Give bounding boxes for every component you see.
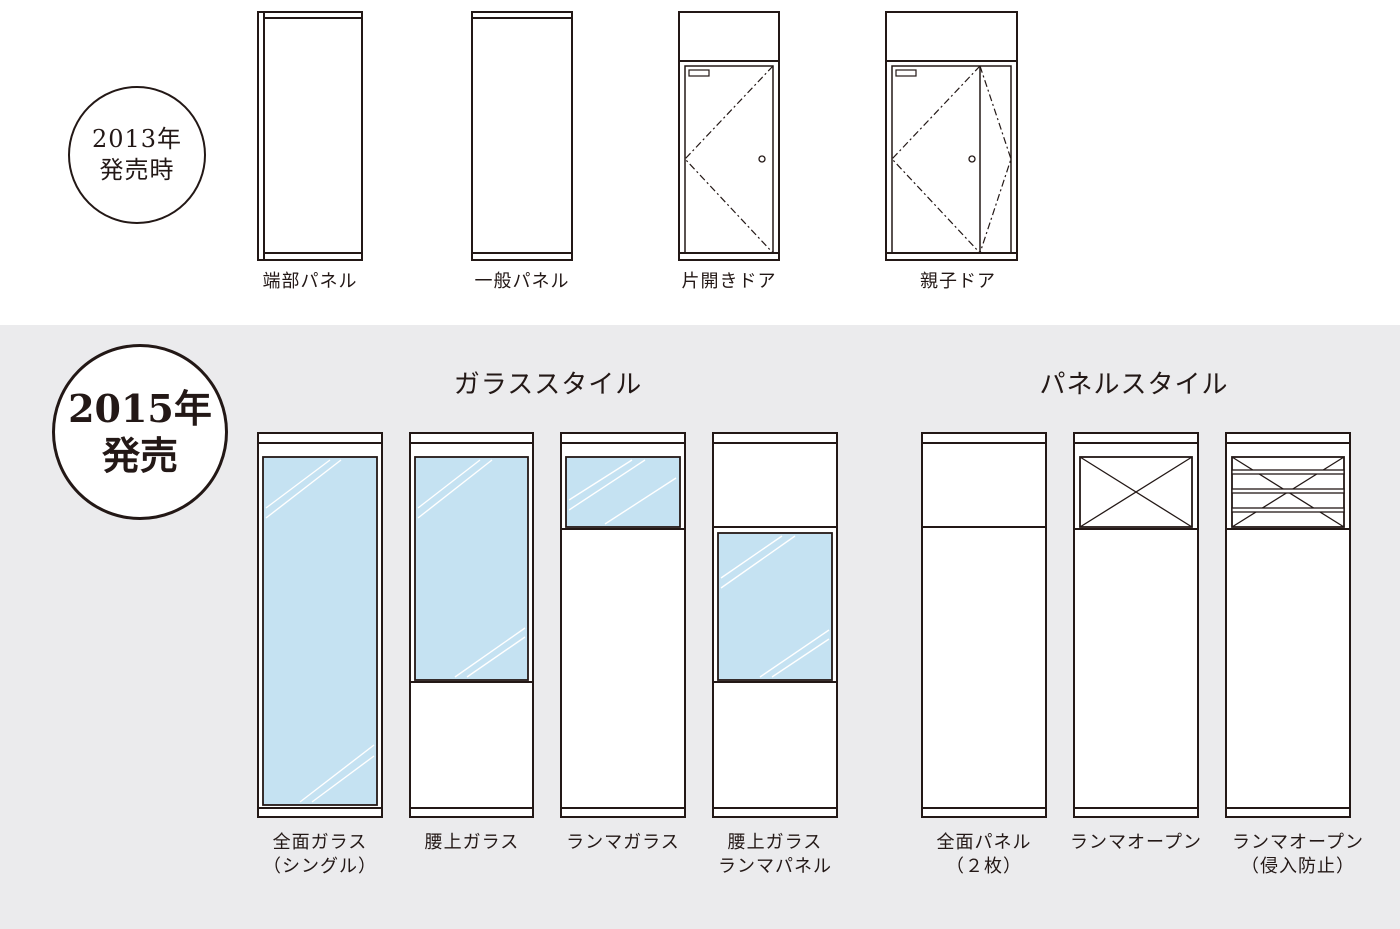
single-door-caption: 片開きドア [681, 271, 777, 292]
full-glass-caption: 全面ガラス （シングル） [230, 831, 410, 879]
release-2015-badge: 2015年 発売 [52, 344, 228, 520]
waist-up-glass-drawing [409, 432, 534, 818]
full-glass-caption-line1: 全面ガラス [272, 832, 368, 853]
release-2015-label: 発売 [101, 433, 178, 478]
general-panel-drawing [471, 11, 573, 261]
release-2013-badge: 2013年 発売時 [68, 86, 206, 224]
full-glass-caption-line2: （シングル） [263, 856, 377, 877]
transom-open-caption-line1: ランマオープン [1070, 832, 1202, 853]
transom-open-intrusion-prevention-caption: ランマオープン （侵入防止） [1208, 831, 1388, 879]
transom-glass-caption: ランマガラス [533, 831, 713, 855]
waist-up-glass-transom-panel-drawing [712, 432, 838, 818]
waist-up-glass-caption-line1: 腰上ガラス [424, 832, 520, 853]
transom-open-intrusion-prevention-drawing [1225, 432, 1351, 818]
waist-up-glass-transom-panel-caption-line1: 腰上ガラス [727, 832, 823, 853]
double-door-caption: 親子ドア [920, 271, 996, 292]
glass-style-title: ガラススタイル [453, 370, 643, 400]
transom-open-intrusion-prevention-caption-line2: （侵入防止） [1241, 856, 1355, 877]
end-panel-caption: 端部パネル [262, 271, 358, 292]
full-glass-drawing [257, 432, 383, 818]
transom-glass-caption-line1: ランマガラス [566, 832, 680, 853]
full-panel-drawing [921, 432, 1047, 818]
double-door-drawing [885, 11, 1018, 261]
general-panel-caption: 一般パネル [474, 271, 570, 292]
single-door-drawing [678, 11, 780, 261]
full-panel-caption: 全面パネル （２枚） [894, 831, 1074, 879]
full-panel-caption-line1: 全面パネル [936, 832, 1032, 853]
release-2013-label: 発売時 [99, 156, 175, 184]
release-2013-year: 2013年 [91, 125, 183, 153]
end-panel-drawing [257, 11, 363, 261]
waist-up-glass-caption: 腰上ガラス [382, 831, 562, 855]
transom-open-drawing [1073, 432, 1199, 818]
panel-style-title: パネルスタイル [1039, 370, 1229, 400]
transom-open-intrusion-prevention-caption-line1: ランマオープン [1232, 832, 1364, 853]
transom-open-caption: ランマオープン [1046, 831, 1226, 855]
waist-up-glass-transom-panel-caption-line2: ランマパネル [718, 856, 832, 877]
transom-glass-drawing [560, 432, 686, 818]
release-2015-year: 2015年 [68, 386, 212, 431]
full-panel-caption-line2: （２枚） [946, 856, 1022, 877]
waist-up-glass-transom-panel-caption: 腰上ガラス ランマパネル [685, 831, 865, 879]
